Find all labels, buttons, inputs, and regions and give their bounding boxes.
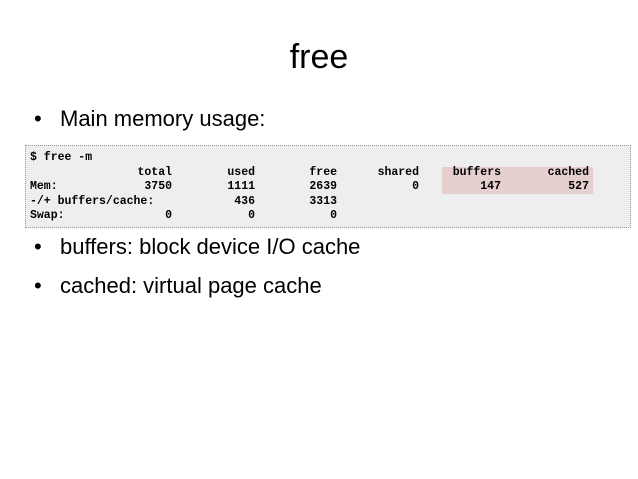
bullet-cached: • cached: virtual page cache <box>34 273 322 299</box>
cell-value: 2639 <box>309 180 337 193</box>
cell-value: 0 <box>412 180 419 193</box>
bullet-buffers: • buffers: block device I/O cache <box>34 234 360 260</box>
command: $ free -m <box>30 151 93 164</box>
cell-value: 436 <box>234 194 255 208</box>
bullet-text: Main memory usage: <box>60 106 266 131</box>
cell-value: 147 <box>480 180 501 193</box>
cell-value: 0 <box>248 209 255 222</box>
column-header-shared: shared <box>377 166 419 179</box>
cell-value: 3750 <box>144 180 172 193</box>
column-header-total: total <box>137 166 172 179</box>
bullet-text: buffers: block device I/O cache <box>60 234 361 259</box>
column-header-buffers: buffers <box>452 166 501 179</box>
cell-value: 0 <box>330 209 337 222</box>
cell-value: 527 <box>568 180 589 193</box>
column-header-free: free <box>309 166 337 179</box>
row-label: -/+ buffers/cache: <box>30 194 155 208</box>
row-label: Swap: <box>30 209 65 222</box>
buffers-cached-highlight <box>442 167 593 194</box>
cell-value: 0 <box>165 209 172 222</box>
bullet-text: cached: virtual page cache <box>60 273 322 298</box>
column-header-used: used <box>227 166 255 179</box>
cell-value: 3313 <box>309 194 337 208</box>
terminal-output: $ free -m total used free shared buffers cach… <box>25 145 631 228</box>
slide-title: free <box>289 38 349 76</box>
row-label: Mem: <box>30 180 58 193</box>
cell-value: 1111 <box>227 180 255 193</box>
bullet-main-memory: • Main memory usage: <box>34 106 265 132</box>
bullet-icon: • <box>34 273 42 298</box>
bullet-icon: • <box>34 234 42 259</box>
column-header-cached: cached <box>547 166 589 179</box>
bullet-icon: • <box>34 106 42 131</box>
